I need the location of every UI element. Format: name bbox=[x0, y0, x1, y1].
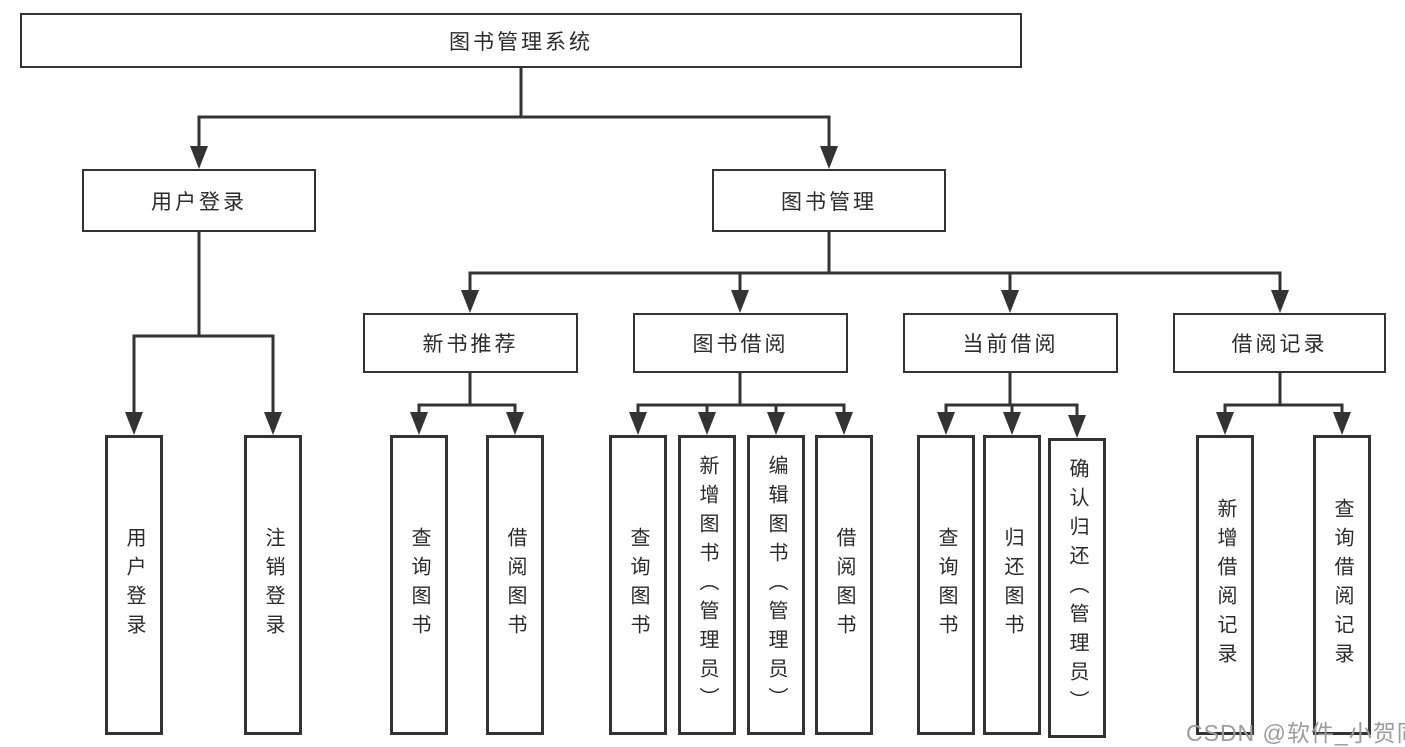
leaf-add-books-admin: 新增图书（管理员） bbox=[678, 435, 736, 735]
node-book-borrow-label: 图书借阅 bbox=[692, 333, 789, 356]
leaf-edit-books-admin-label: 编辑图书（管理员） bbox=[765, 454, 787, 716]
leaf-query-books-recommend: 查询图书 bbox=[390, 435, 448, 735]
node-new-book-recommend-label: 新书推荐 bbox=[422, 333, 519, 356]
node-book-management-label: 图书管理 bbox=[781, 190, 877, 214]
leaf-logout-login: 注销登录 bbox=[244, 435, 302, 735]
node-borrow-records: 借阅记录 bbox=[1173, 313, 1386, 373]
leaf-borrow-books: 借阅图书 bbox=[815, 435, 873, 735]
node-book-borrow: 图书借阅 bbox=[633, 313, 848, 373]
node-current-borrow: 当前借阅 bbox=[903, 313, 1118, 373]
leaf-return-books-label: 归还图书 bbox=[1001, 527, 1023, 643]
node-user-login: 用户登录 bbox=[82, 169, 316, 232]
leaf-query-borrow-record: 查询借阅记录 bbox=[1313, 435, 1371, 735]
leaf-borrow-books-label: 借阅图书 bbox=[833, 527, 855, 643]
node-user-login-label: 用户登录 bbox=[151, 190, 247, 214]
node-root: 图书管理系统 bbox=[20, 13, 1022, 68]
leaf-borrow-books-recommend: 借阅图书 bbox=[486, 435, 544, 735]
leaf-logout-login-label: 注销登录 bbox=[262, 527, 284, 643]
leaf-add-borrow-record-label: 新增借阅记录 bbox=[1214, 498, 1236, 672]
leaf-add-books-admin-label: 新增图书（管理员） bbox=[696, 454, 718, 716]
leaf-return-books: 归还图书 bbox=[983, 435, 1041, 735]
leaf-confirm-return-admin-label: 确认归还（管理员） bbox=[1066, 457, 1088, 719]
leaf-user-login-label: 用户登录 bbox=[123, 527, 145, 643]
leaf-query-books-recommend-label: 查询图书 bbox=[408, 527, 430, 643]
leaf-query-books-borrow: 查询图书 bbox=[609, 435, 667, 735]
arrowheads bbox=[125, 146, 1351, 438]
leaf-borrow-books-recommend-label: 借阅图书 bbox=[504, 527, 526, 643]
node-root-label: 图书管理系统 bbox=[449, 30, 593, 54]
node-book-management: 图书管理 bbox=[712, 169, 946, 232]
leaf-add-borrow-record: 新增借阅记录 bbox=[1196, 435, 1254, 735]
leaf-user-login: 用户登录 bbox=[105, 435, 163, 735]
leaf-query-books-borrow-label: 查询图书 bbox=[627, 527, 649, 643]
leaf-edit-books-admin: 编辑图书（管理员） bbox=[747, 435, 805, 735]
watermark: CSDN @软件_小贺同学 bbox=[1186, 720, 1405, 746]
leaf-query-books-current-label: 查询图书 bbox=[935, 527, 957, 643]
node-borrow-records-label: 借阅记录 bbox=[1231, 333, 1328, 356]
leaf-confirm-return-admin: 确认归还（管理员） bbox=[1048, 438, 1106, 738]
leaf-query-books-current: 查询图书 bbox=[917, 435, 975, 735]
node-current-borrow-label: 当前借阅 bbox=[962, 333, 1059, 356]
node-new-book-recommend: 新书推荐 bbox=[363, 313, 578, 373]
leaf-query-borrow-record-label: 查询借阅记录 bbox=[1331, 498, 1353, 672]
